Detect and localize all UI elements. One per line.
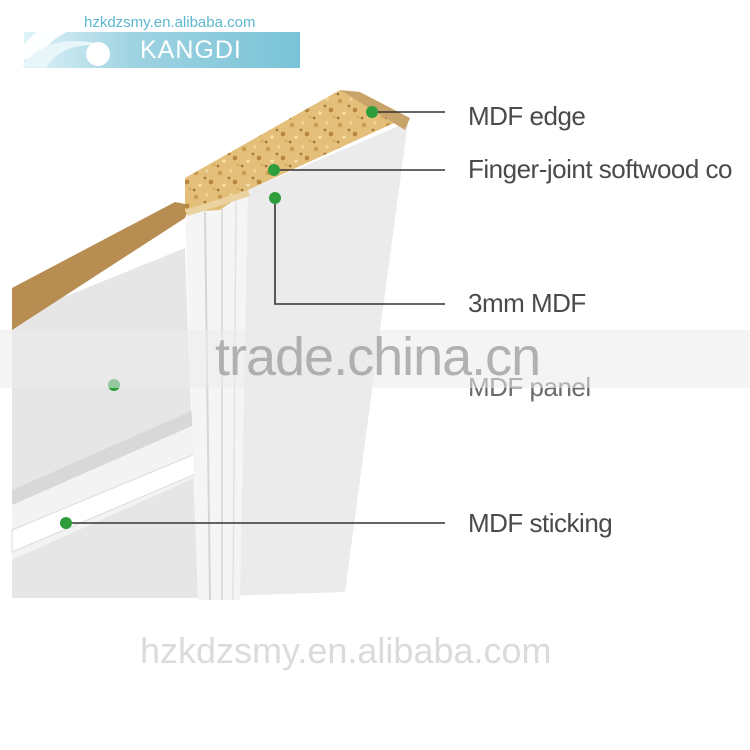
kangdi-logo: hzkdzsmy.en.alibaba.com KANGDI: [12, 6, 302, 68]
watermark-trade-china: trade.china.cn: [215, 326, 540, 388]
logo-brand-name: KANGDI: [140, 36, 242, 65]
label-mdf-edge: MDF edge: [468, 101, 585, 132]
label-finger-joint-core: Finger-joint softwood co: [468, 154, 732, 185]
marker-3mm-mdf: [269, 192, 281, 204]
logo-url-text: hzkdzsmy.en.alibaba.com: [84, 14, 255, 31]
marker-mdf-sticking: [60, 517, 72, 529]
label-mdf-sticking: MDF sticking: [468, 508, 612, 539]
watermark-bottom-url: hzkdzsmy.en.alibaba.com: [140, 630, 552, 672]
marker-finger-joint: [268, 164, 280, 176]
label-3mm-mdf: 3mm MDF: [468, 288, 586, 319]
marker-mdf-edge: [366, 106, 378, 118]
